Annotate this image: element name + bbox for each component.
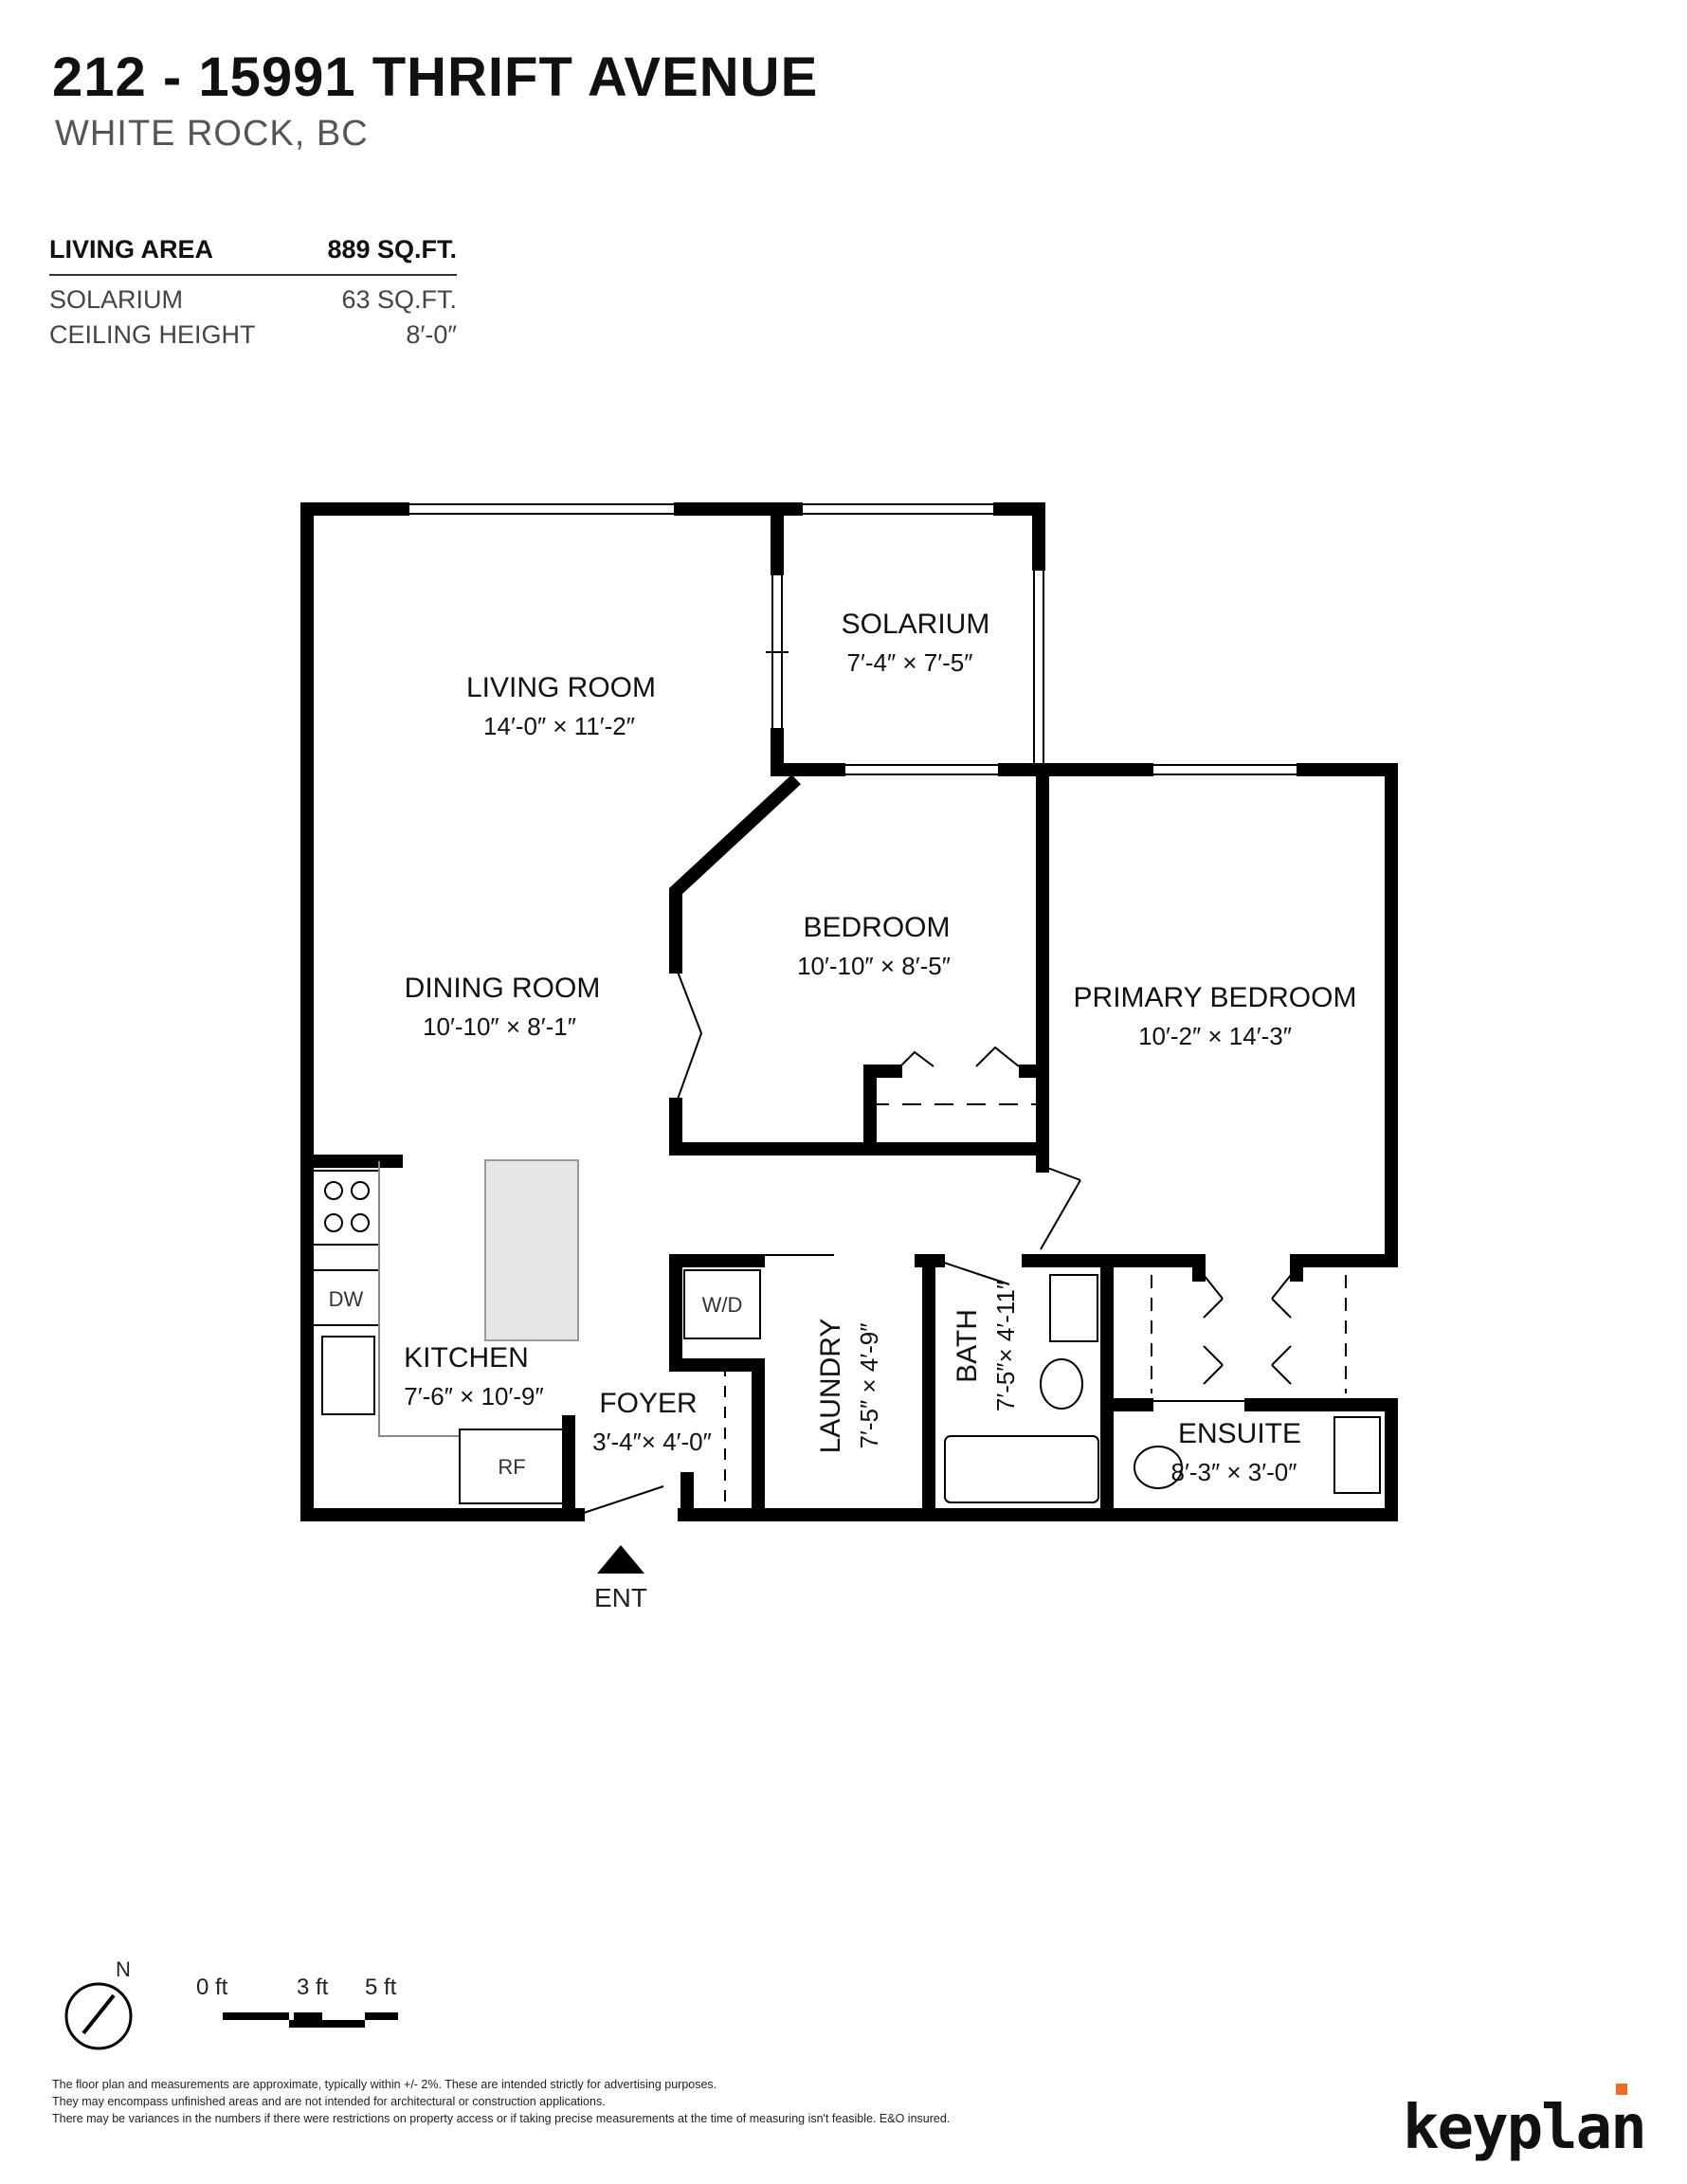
room-labels: LIVING ROOM 14′-0″ × 11′-2″ SOLARIUM 7′-… xyxy=(329,609,1357,1486)
property-city: WHITE ROCK, BC xyxy=(55,114,369,154)
wall-bedroom-angled xyxy=(669,774,801,974)
washer-dryer-label: W/D xyxy=(702,1293,743,1317)
logo-accent-dot xyxy=(1616,2084,1627,2095)
ceiling-height-row: CEILING HEIGHT 8′-0″ xyxy=(49,315,457,350)
solarium-area-row: SOLARIUM 63 SQ.FT. xyxy=(49,276,457,315)
closet-ensuite-2a xyxy=(1271,1274,1292,1300)
wall-laundry-closet xyxy=(669,1358,765,1521)
dining-room-name: DINING ROOM xyxy=(405,973,601,1004)
closet-ensuite-2d xyxy=(1271,1364,1292,1385)
dining-room-dims: 10′-10″ × 8′-1″ xyxy=(423,1012,576,1041)
property-address: 212 - 15991 THRIFT AVENUE xyxy=(52,46,819,108)
primary-bedroom-dims: 10′-2″ × 14′-3″ xyxy=(1138,1022,1292,1050)
bathtub xyxy=(944,1435,1099,1503)
door-primary-b xyxy=(1040,1179,1081,1250)
doors-fixtures xyxy=(312,966,1381,1516)
living-area-row: LIVING AREA 889 SQ.FT. xyxy=(49,228,457,276)
closet-ensuite-2c xyxy=(1271,1345,1292,1366)
kitchen-sink xyxy=(321,1336,375,1415)
primary-bedroom-name: PRIMARY BEDROOM xyxy=(1074,982,1357,1013)
ensuite-toilet xyxy=(1134,1446,1183,1489)
bath-dims: 7′-5″× 4′-11″ xyxy=(991,1281,1020,1411)
living-room-dims: 14′-0″ × 11′-2″ xyxy=(483,712,635,740)
windows xyxy=(402,503,1304,775)
kitchen-name: KITCHEN xyxy=(404,1342,529,1374)
walls xyxy=(300,502,1398,1521)
kitchen-dims: 7′-6″ × 10′-9″ xyxy=(404,1382,543,1410)
laundry-name: LAUNDRY xyxy=(815,1319,846,1454)
door-bath xyxy=(937,1260,1010,1285)
closet-ensuite-1a xyxy=(1203,1274,1224,1300)
washer-dryer xyxy=(683,1269,761,1339)
door-entry xyxy=(577,1485,664,1516)
solarium-area-label: SOLARIUM xyxy=(49,285,184,314)
ceiling-height-value: 8′-0″ xyxy=(406,320,457,349)
living-area-value: 889 SQ.FT. xyxy=(327,235,457,264)
disclaimer-line-1: The floor plan and measurements are appr… xyxy=(52,2078,717,2091)
kitchen-island xyxy=(484,1159,579,1341)
closet-ensuite-1b xyxy=(1203,1298,1224,1319)
entry-arrow-icon xyxy=(597,1545,644,1574)
area-stats: LIVING AREA 889 SQ.FT. SOLARIUM 63 SQ.FT… xyxy=(49,228,457,350)
refrigerator-label: RF xyxy=(498,1455,525,1479)
window-living xyxy=(402,503,681,515)
disclaimer-line-3: There may be variances in the numbers if… xyxy=(52,2112,951,2125)
kitchen-counter xyxy=(378,1161,460,1437)
bath-toilet xyxy=(1040,1358,1083,1410)
solarium-area-value: 63 SQ.FT. xyxy=(341,285,457,314)
foyer-dims: 3′-4″× 4′-0″ xyxy=(592,1428,712,1456)
burner-2 xyxy=(351,1181,370,1200)
scale-bar xyxy=(223,2012,398,2028)
solarium-name: SOLARIUM xyxy=(842,609,990,640)
burner-4 xyxy=(351,1213,370,1232)
dishwasher-label: DW xyxy=(329,1287,364,1311)
bedroom-dims: 10′-10″ × 8′-5″ xyxy=(797,952,951,980)
foyer-name: FOYER xyxy=(599,1388,697,1419)
wall-closet-l xyxy=(863,1065,902,1156)
compass-north-label: N xyxy=(116,1957,131,1981)
living-area-label: LIVING AREA xyxy=(49,235,214,264)
closet-ensuite-1c xyxy=(1203,1345,1224,1366)
ensuite-name: ENSUITE xyxy=(1178,1418,1301,1449)
bath-name: BATH xyxy=(952,1309,983,1383)
ensuite-sink xyxy=(1333,1416,1381,1494)
keyplan-logo: keyplan xyxy=(1403,2093,1647,2163)
compass-icon xyxy=(64,1982,133,2050)
window-bedroom xyxy=(838,764,1006,775)
stove xyxy=(312,1170,380,1246)
closet-door-1 xyxy=(895,1050,934,1072)
scale-3ft: 3 ft xyxy=(297,1975,329,2000)
disclaimer-line-2: They may encompass unfinished areas and … xyxy=(52,2095,606,2108)
window-solarium-n xyxy=(795,503,1001,515)
window-primary xyxy=(1146,764,1304,775)
bath-sink xyxy=(1049,1274,1098,1342)
closet-door-2 xyxy=(975,1046,1020,1067)
closet-ensuite-1d xyxy=(1203,1364,1224,1385)
bedroom-name: BEDROOM xyxy=(803,912,950,943)
laundry-dims: 7′-5″ × 4′-9″ xyxy=(855,1323,883,1449)
scale-0ft: 0 ft xyxy=(196,1975,228,2000)
closet-ensuite-2b xyxy=(1271,1298,1292,1319)
disclaimer: The floor plan and measurements are appr… xyxy=(52,2076,1095,2127)
burner-3 xyxy=(324,1213,343,1232)
bifold-door-bedroom xyxy=(675,966,703,1105)
ensuite-dims: 8′-3″ × 3′-0″ xyxy=(1171,1458,1297,1486)
entry-label: ENT xyxy=(594,1583,647,1612)
ceiling-height-label: CEILING HEIGHT xyxy=(49,320,256,349)
scale-5ft: 5 ft xyxy=(365,1975,397,2000)
refrigerator xyxy=(459,1429,567,1504)
door-primary-a xyxy=(1042,1165,1081,1181)
burner-1 xyxy=(324,1181,343,1200)
window-solarium-e xyxy=(1033,563,1044,771)
living-room-name: LIVING ROOM xyxy=(466,672,656,703)
solarium-dims: 7′-4″ × 7′-5″ xyxy=(847,648,973,677)
